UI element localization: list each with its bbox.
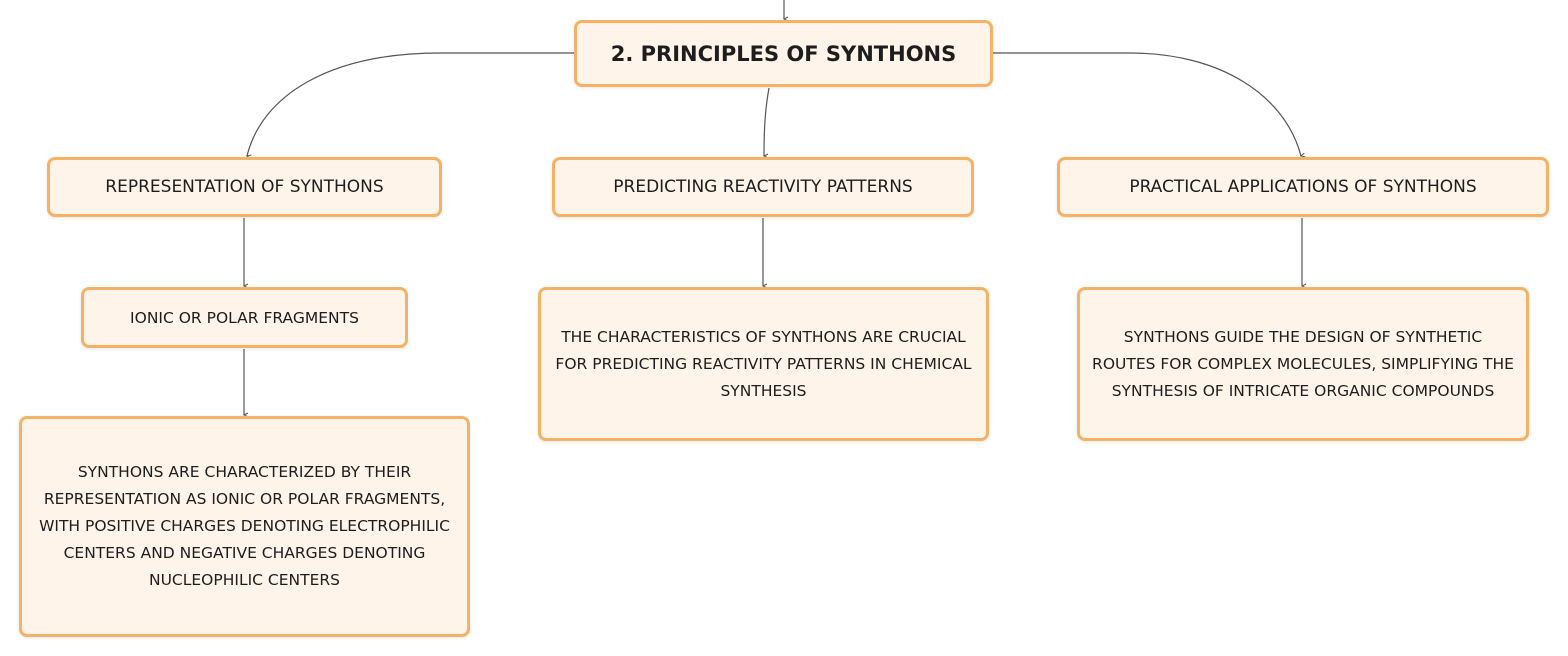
detail-node-text: SYNTHONS ARE CHARACTERIZED BY THEIR REPR…: [39, 463, 450, 589]
detail-node-predicting[interactable]: THE CHARACTERISTICS OF SYNTHONS ARE CRUC…: [538, 287, 989, 441]
branch-node-label: PRACTICAL APPLICATIONS OF SYNTHONS: [1129, 177, 1477, 197]
subtopic-node-label: IONIC OR POLAR FRAGMENTS: [130, 308, 359, 327]
branch-node-practical[interactable]: PRACTICAL APPLICATIONS OF SYNTHONS: [1057, 157, 1549, 217]
root-node-label: 2. PRINCIPLES OF SYNTHONS: [610, 41, 957, 66]
connector-root-to-predicting: [764, 87, 770, 156]
detail-node-text: THE CHARACTERISTICS OF SYNTHONS ARE CRUC…: [555, 327, 972, 400]
branch-node-representation[interactable]: REPRESENTATION OF SYNTHONS: [47, 157, 442, 217]
subtopic-node-ionic-fragments[interactable]: IONIC OR POLAR FRAGMENTS: [81, 287, 408, 348]
branch-node-predicting[interactable]: PREDICTING REACTIVITY PATTERNS: [552, 157, 974, 217]
branch-node-label: REPRESENTATION OF SYNTHONS: [105, 177, 384, 197]
connector-root-to-representation: [247, 52, 574, 156]
detail-node-practical[interactable]: SYNTHONS GUIDE THE DESIGN OF SYNTHETIC R…: [1077, 287, 1529, 441]
root-node[interactable]: 2. PRINCIPLES OF SYNTHONS: [574, 20, 993, 87]
detail-node-representation[interactable]: SYNTHONS ARE CHARACTERIZED BY THEIR REPR…: [19, 416, 470, 637]
detail-node-text: SYNTHONS GUIDE THE DESIGN OF SYNTHETIC R…: [1092, 327, 1514, 400]
connector-root-to-practical: [993, 52, 1301, 156]
branch-node-label: PREDICTING REACTIVITY PATTERNS: [613, 177, 913, 197]
